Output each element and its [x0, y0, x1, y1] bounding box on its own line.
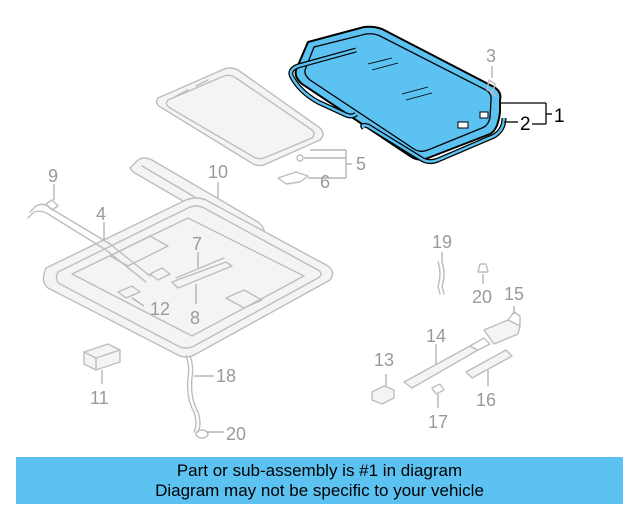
- callout-2: 2: [520, 114, 531, 135]
- callout-11: 11: [90, 388, 109, 408]
- slide-part-7-8: [171, 252, 233, 304]
- callout-6: 6: [320, 172, 330, 192]
- callout-5: 5: [356, 154, 366, 174]
- callout-20-bottom: 20: [226, 424, 246, 444]
- banner-line-1: Part or sub-assembly is #1 in diagram: [176, 460, 463, 480]
- sunshade-panel: [155, 67, 324, 167]
- callout-15: 15: [504, 284, 524, 304]
- callout-16: 16: [476, 390, 496, 410]
- callout-13: 13: [374, 350, 394, 370]
- callout-8: 8: [190, 308, 200, 328]
- callout-12: 12: [150, 299, 170, 319]
- bolt-part-17: [431, 383, 445, 408]
- screw-part-5: [296, 149, 352, 178]
- grommet-part-20: [477, 263, 489, 284]
- link-part-14: [403, 337, 491, 389]
- sunroof-glass-assembly[interactable]: [294, 25, 502, 161]
- drain-hose-part-18: [185, 355, 224, 439]
- bracket-part-6: [277, 171, 346, 185]
- callout-3: 3: [486, 46, 496, 66]
- callout-1-2-leaders: [500, 102, 552, 125]
- clip-part-3: [486, 66, 497, 97]
- motor-part-11: [83, 343, 121, 384]
- info-banner: Part or sub-assembly is #1 in diagram Di…: [16, 457, 623, 504]
- banner-line-2: Diagram may not be specific to your vehi…: [155, 480, 484, 500]
- leader-12: [131, 297, 145, 307]
- weatherstrip-seal[interactable]: [288, 47, 507, 165]
- callout-20-right: 20: [472, 287, 492, 307]
- callout-14: 14: [426, 326, 446, 346]
- callout-4: 4: [96, 204, 106, 224]
- callout-19: 19: [432, 232, 452, 252]
- hinge-part-15: [483, 306, 521, 345]
- callout-7: 7: [192, 234, 202, 254]
- callout-10: 10: [208, 162, 228, 182]
- bracket-part-16: [465, 349, 513, 386]
- block-part-13: [371, 374, 395, 405]
- callout-17: 17: [428, 412, 448, 432]
- callout-9: 9: [48, 166, 58, 186]
- callout-18: 18: [216, 366, 236, 386]
- drain-hose-part-19: [437, 252, 445, 295]
- clip-part-9: [45, 184, 59, 211]
- callout-1: 1: [554, 106, 565, 127]
- parts-diagram: 1 2 3 4 5 6 7 8 9 10 11 12 13 14 15 16 1…: [27, 25, 565, 444]
